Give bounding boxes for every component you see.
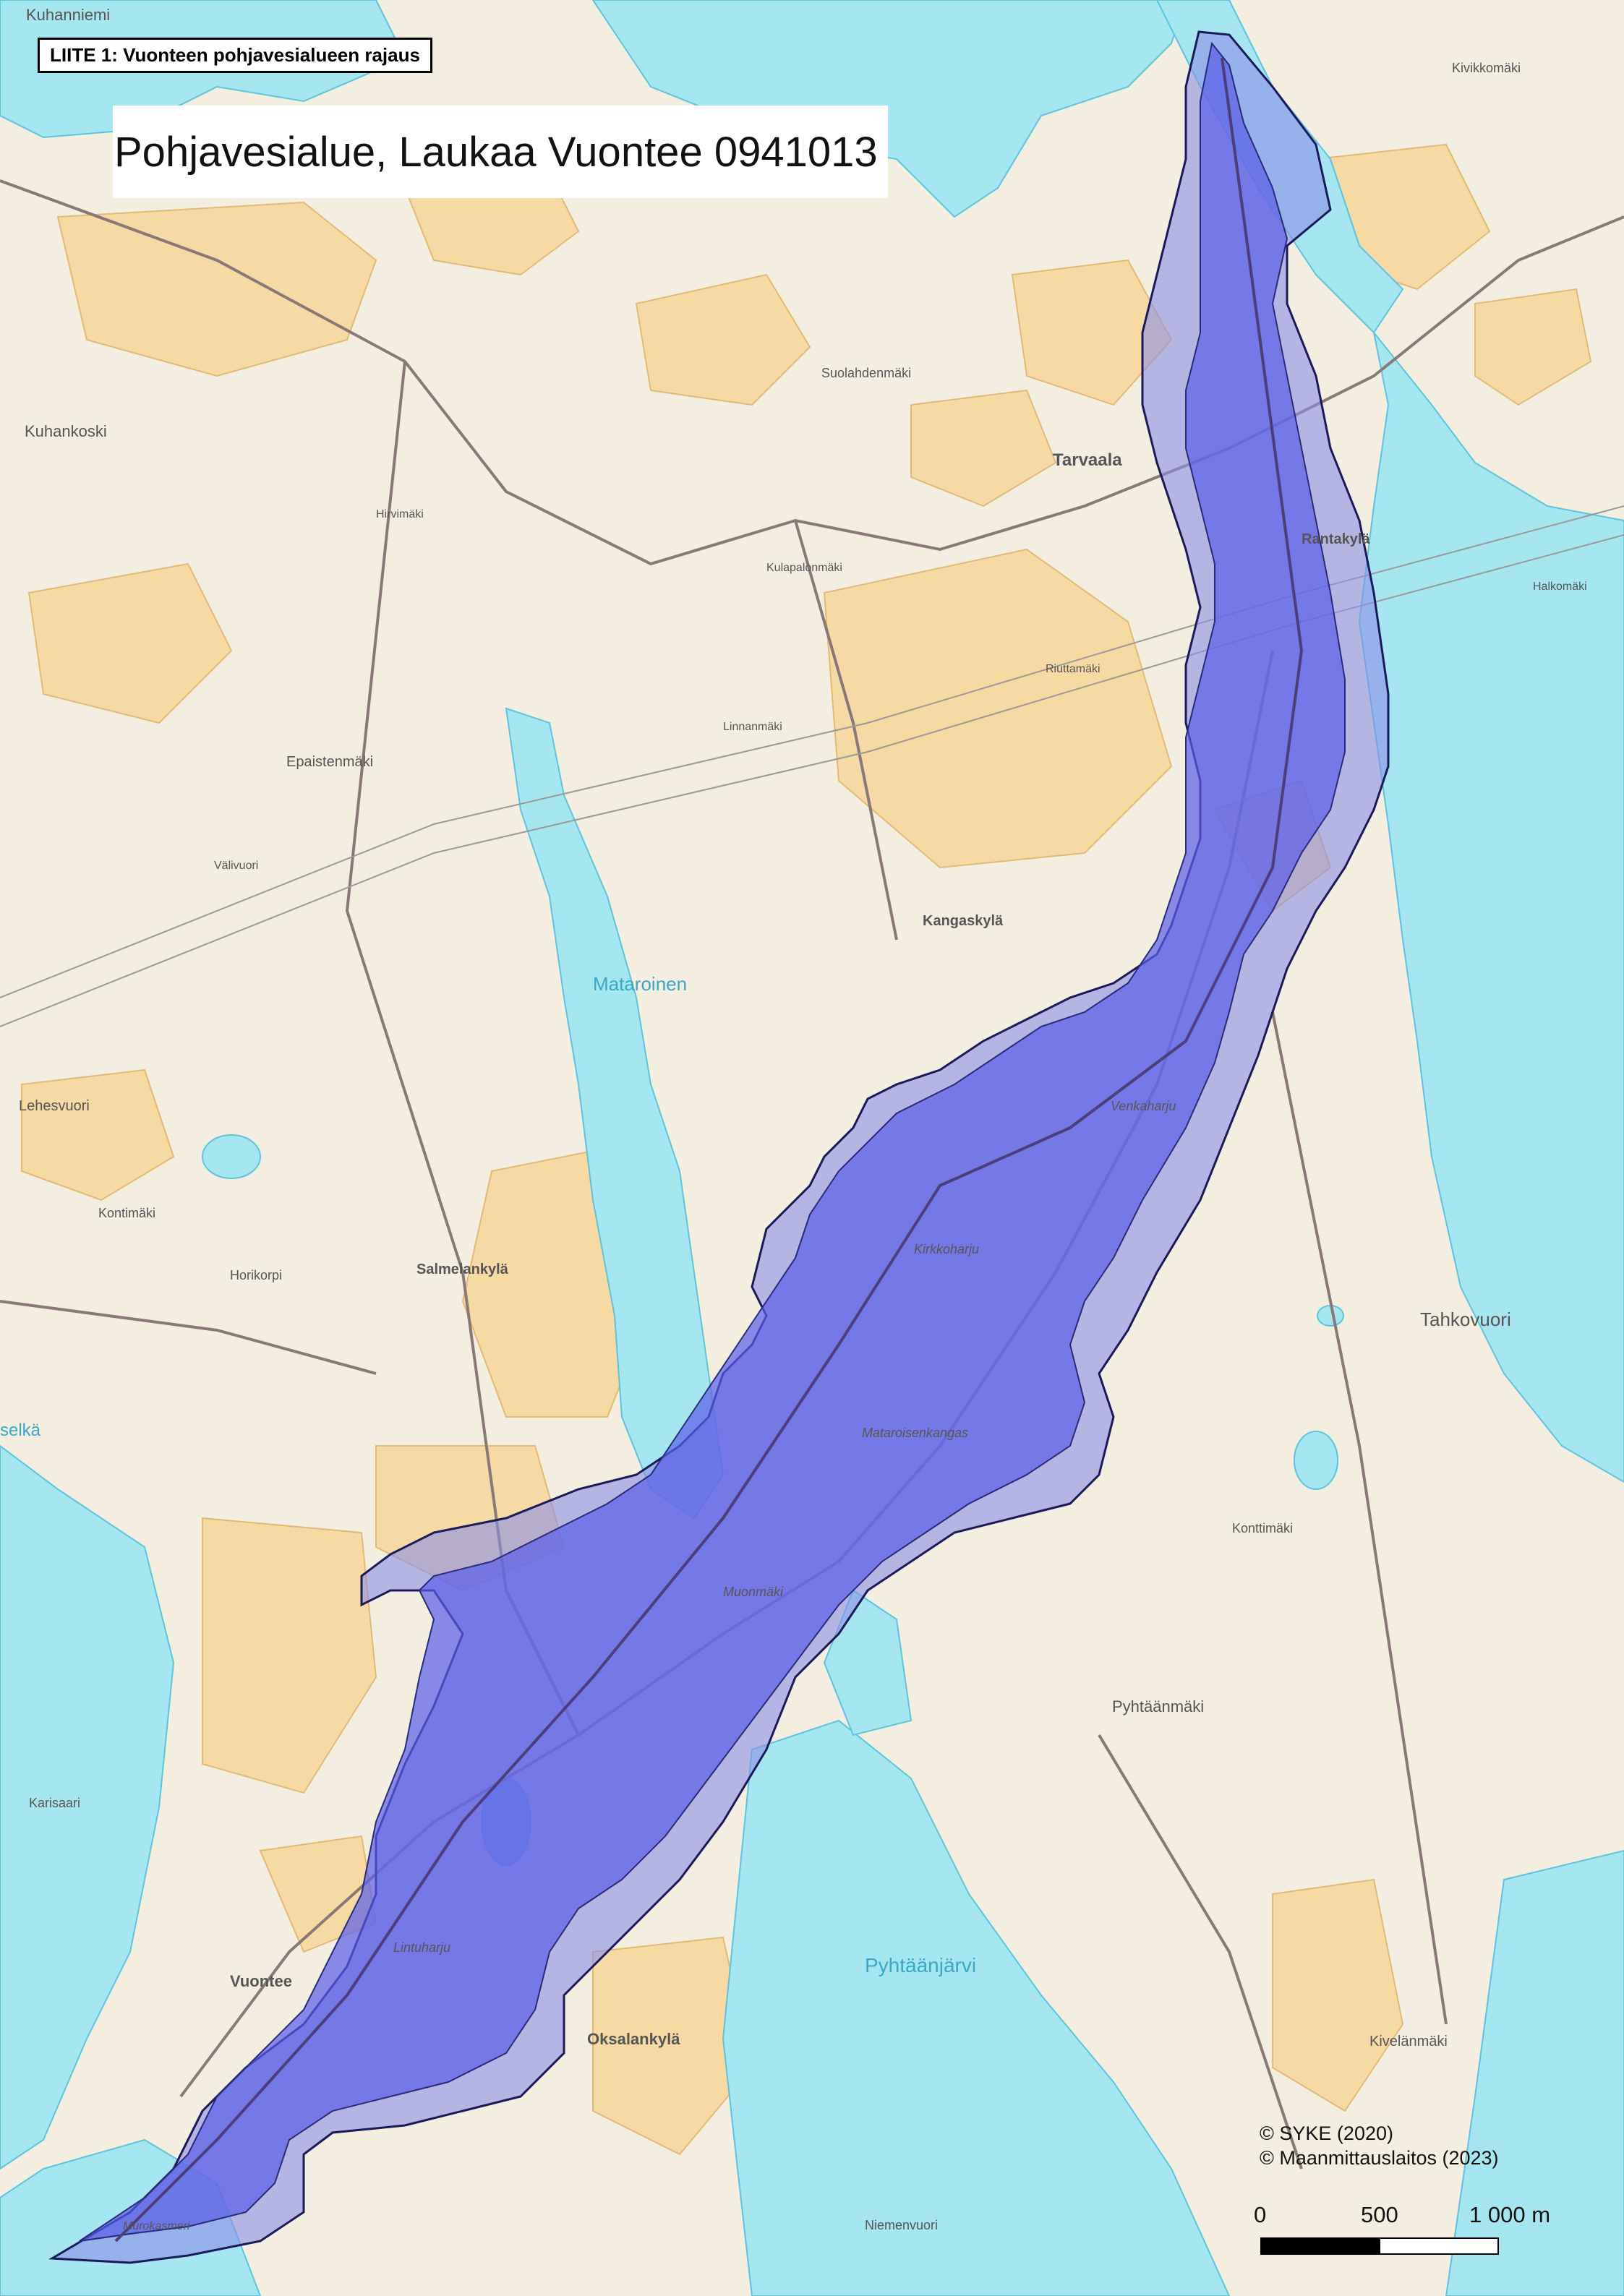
attachment-label: LIITE 1: Vuonteen pohjavesialueen rajaus <box>38 38 432 73</box>
scale-label-0: 0 <box>1254 2202 1267 2227</box>
label-kivikkomaki: Kivikkomäki <box>1452 61 1521 75</box>
label-lintuharju: Lintuharju <box>393 1940 450 1955</box>
label-horikorpi: Horikorpi <box>230 1268 282 1282</box>
label-kirkkoharju: Kirkkoharju <box>914 1242 979 1256</box>
aquifer-inner-area <box>79 41 1346 2242</box>
attribution-syke: © SYKE (2020) <box>1260 2122 1393 2144</box>
ridge-road <box>114 57 1304 2243</box>
scale-bar <box>1260 2237 1499 2255</box>
label-kuhankoski: Kuhankoski <box>25 422 107 440</box>
label-murokasmeri: Murokasmeri <box>123 2220 190 2232</box>
label-mataroinen: Mataroinen <box>593 973 687 995</box>
label-mataroisenkangas: Mataroisenkangas <box>862 1426 968 1440</box>
label-kangaskyla: Kangaskylä <box>923 913 1004 929</box>
label-venkaharju: Venkaharju <box>1111 1099 1176 1113</box>
label-salmelankyla: Salmelankylä <box>416 1261 509 1277</box>
label-epaistenmaki: Epaistenmäki <box>286 754 373 770</box>
scale-bar-segment-black-1 <box>1261 2238 1380 2254</box>
label-halkomaki: Halkomäki <box>1533 581 1587 593</box>
label-niemenvuori: Niemenvuori <box>865 2218 938 2232</box>
map-title: Pohjavesialue, Laukaa Vuontee 0941013 <box>114 128 878 176</box>
label-kontimaki: Kontimäki <box>98 1206 155 1220</box>
label-selka: selkä <box>0 1421 41 1440</box>
label-kulapalonmaki: Kulapalonmäki <box>766 562 842 574</box>
label-suolahdenmaki: Suolahdenmäki <box>821 366 911 380</box>
label-pyhtaanjarvi: Pyhtäänjärvi <box>865 1954 976 1976</box>
scale-label-1000: 1 000 m <box>1469 2202 1551 2227</box>
label-rantakyla: Rantakylä <box>1302 531 1370 547</box>
label-linnanmaki: Linnanmäki <box>723 721 782 733</box>
label-tarvaala: Tarvaala <box>1053 450 1122 470</box>
label-oksalankyla: Oksalankylä <box>587 2030 680 2048</box>
label-kuhanniemi: Kuhanniemi <box>26 6 110 24</box>
label-muonmaki: Muonmäki <box>723 1585 784 1599</box>
label-riuttamaki: Riuttamäki <box>1046 663 1101 675</box>
fields-layer <box>21 143 1592 2156</box>
attribution-mml: © Maanmittauslaitos (2023) <box>1260 2147 1499 2169</box>
scale-bar-segment-white <box>1379 2237 1499 2255</box>
label-lehesvuori: Lehesvuori <box>19 1098 90 1114</box>
label-kivelanmaki: Kivelänmäki <box>1369 2034 1448 2049</box>
label-karisaari: Karisaari <box>29 1796 80 1810</box>
powerlines-layer <box>0 505 1624 1027</box>
label-vuontee: Vuontee <box>230 1972 292 1990</box>
label-hirvimaki: Hirvimäki <box>376 508 424 521</box>
label-pyhtaanmaki: Pyhtäänmäki <box>1112 1697 1204 1715</box>
scale-bar-outline <box>1260 2237 1499 2255</box>
scale-label-500: 500 <box>1361 2202 1398 2227</box>
map-title-box: Pohjavesialue, Laukaa Vuontee 0941013 <box>113 106 888 198</box>
label-tahkovuori: Tahkovuori <box>1420 1308 1511 1330</box>
label-konttimaki: Konttimäki <box>1232 1521 1293 1535</box>
place-labels: Kuhanniemi Kuhankoski Tarvaala Rantakylä… <box>0 6 1587 2232</box>
label-valivuori: Välivuori <box>214 860 258 872</box>
